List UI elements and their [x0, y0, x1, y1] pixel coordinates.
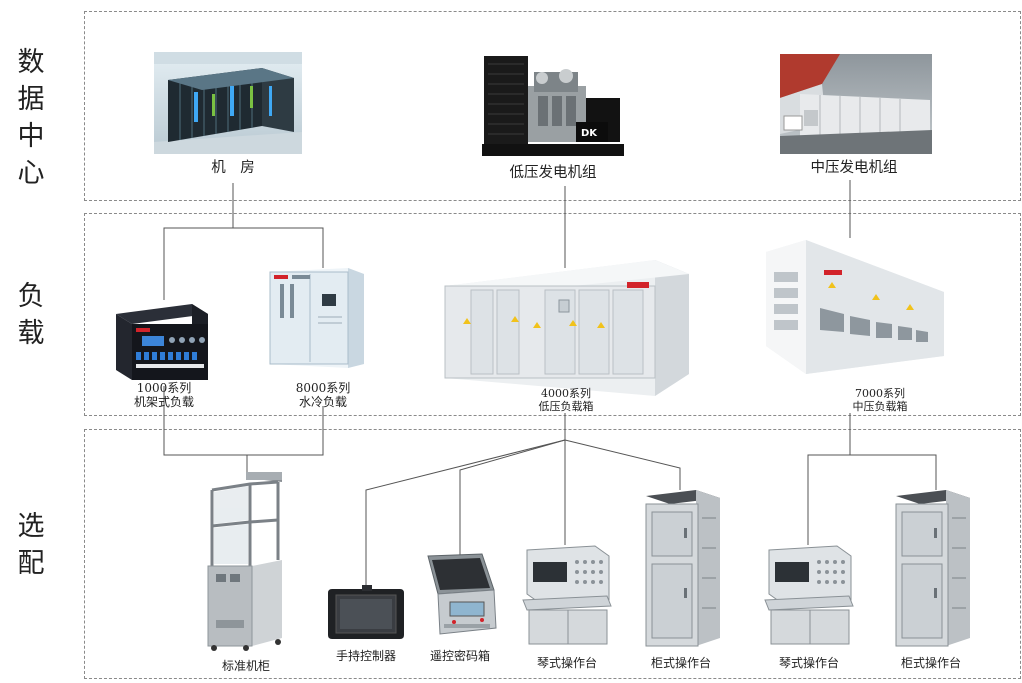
water-load-image	[269, 268, 364, 368]
generator-logo: DK	[581, 128, 598, 139]
piano-console-1-image	[522, 545, 612, 645]
cabinet-console-1-image	[645, 490, 720, 647]
handheld-controller-label: 手持控制器	[335, 649, 396, 663]
mv-load-box-name: 中压负载箱	[852, 400, 908, 413]
lv-generator-label: 低压发电机组	[509, 165, 597, 181]
cabinet-console-1-label: 柜式操作台	[650, 656, 711, 670]
zone-options	[84, 429, 1021, 679]
lv-load-box-image	[444, 260, 689, 396]
section-label-options: 选配	[17, 511, 45, 579]
mv-generator-image	[780, 54, 932, 154]
mv-load-box-image	[766, 240, 944, 374]
cabinet-console-2-label: 柜式操作台	[900, 656, 961, 670]
lv-load-box-series: 4000系列	[541, 387, 591, 400]
water-load-name: 水冷负载	[298, 395, 347, 409]
remote-password-box-image	[427, 553, 497, 635]
standard-cabinet-label: 标准机柜	[221, 659, 270, 673]
lv-load-box-name: 低压负载箱	[538, 400, 594, 413]
zone-load	[84, 213, 1021, 416]
cabinet-console-2-image	[895, 490, 970, 647]
lv-generator-image: DK	[482, 56, 624, 156]
piano-console-2-label: 琴式操作台	[778, 656, 839, 670]
section-label-load: 负载	[17, 281, 45, 349]
piano-console-1-label: 琴式操作台	[536, 656, 597, 670]
rack-load-image	[116, 304, 208, 380]
rack-load-series: 1000系列	[136, 381, 192, 395]
machine-room-label: 机 房	[211, 160, 255, 176]
water-load-series: 8000系列	[295, 381, 351, 395]
mv-load-box-series: 7000系列	[855, 387, 905, 400]
remote-password-box-label: 遥控密码箱	[429, 649, 490, 663]
section-label-data-center: 数据中心	[17, 47, 45, 189]
machine-room-image	[154, 52, 302, 154]
standard-cabinet-image	[207, 472, 282, 651]
handheld-controller-image	[328, 585, 404, 639]
mv-generator-label: 中压发电机组	[810, 160, 898, 176]
piano-console-2-image	[764, 545, 854, 645]
rack-load-name: 机架式负载	[133, 395, 194, 409]
zone-data-center	[84, 11, 1021, 201]
